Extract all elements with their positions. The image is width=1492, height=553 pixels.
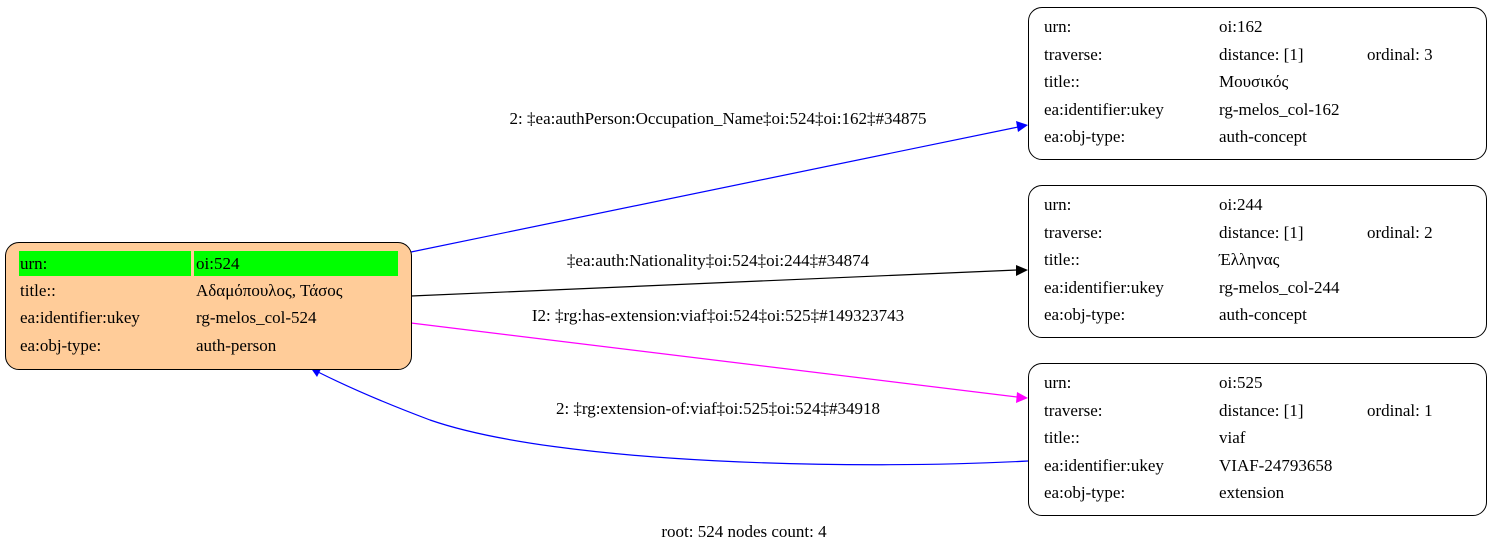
row-value: rg-melos_col-162 — [1219, 99, 1340, 119]
row-key: ea:obj-type: — [1044, 305, 1126, 325]
row-value: oi:525 — [1219, 373, 1263, 392]
row-value: oi:244 — [1219, 195, 1263, 214]
row-value: ordinal: 1 — [1367, 400, 1433, 420]
row-value: Αδαμόπουλος, Τάσος — [196, 281, 343, 300]
edge-label: 2: ‡ea:authPerson:Occupation_Name‡oi:524… — [509, 109, 927, 128]
edge-extension-of — [317, 371, 1029, 466]
node-oi-525[interactable]: urn: oi:525 traverse: distance: [1] ordinal:… — [1028, 363, 1487, 516]
row-key: ea:identifier:ukey — [1044, 455, 1164, 475]
edge-label: I2: ‡rg:has-extension:viaf‡oi:524‡oi:525… — [531, 306, 905, 325]
row-value: distance: [1] — [1219, 222, 1304, 242]
row-key: title:: — [1044, 428, 1080, 448]
row-value: auth-concept — [1219, 127, 1307, 147]
edge-nationality — [410, 269, 1018, 297]
row-key: ea:identifier:ukey — [1044, 99, 1164, 119]
row-key: ea:obj-type: — [20, 336, 102, 355]
row-value: distance: [1] — [1219, 44, 1304, 64]
row-key: traverse: — [1044, 44, 1103, 64]
row-key: ea:obj-type: — [1044, 127, 1126, 147]
row-value: auth-concept — [1219, 305, 1307, 325]
row-key: traverse: — [1044, 400, 1103, 420]
row-key: urn: — [20, 254, 48, 273]
row-key: urn: — [1044, 17, 1072, 36]
edge-label: 2: ‡rg:extension-of:viaf‡oi:525‡oi:524‡#… — [555, 399, 881, 418]
row-value: ordinal: 2 — [1367, 222, 1433, 242]
row-value: rg-melos_col-244 — [1219, 277, 1340, 297]
row-key: title:: — [1044, 72, 1080, 92]
row-key: ea:obj-type: — [1044, 483, 1126, 503]
row-value: rg-melos_col-524 — [196, 308, 317, 327]
row-value: Έλληνας — [1219, 250, 1280, 270]
row-key: urn: — [1044, 195, 1072, 214]
arrowhead-icon — [1016, 392, 1028, 403]
row-value: oi:524 — [196, 254, 240, 273]
row-value: extension — [1219, 483, 1285, 503]
row-value: VIAF-24793658 — [1219, 455, 1333, 475]
row-value: Μουσικός — [1219, 72, 1289, 92]
row-key: ea:identifier:ukey — [1044, 277, 1164, 297]
row-key: title:: — [20, 281, 56, 300]
row-key: title:: — [1044, 250, 1080, 270]
graph-footer: root: 524 nodes count: 4 — [661, 522, 827, 541]
edge-occupation — [410, 126, 1019, 253]
row-value: auth-person — [196, 336, 277, 355]
row-value: viaf — [1219, 428, 1246, 448]
edge-label: ‡ea:auth:Nationality‡oi:524‡oi:244‡#3487… — [566, 251, 870, 270]
row-key: traverse: — [1044, 222, 1103, 242]
edge-has-extension — [410, 322, 1018, 398]
row-value: oi:162 — [1219, 17, 1263, 36]
arrowhead-icon — [1016, 265, 1028, 276]
row-value: ordinal: 3 — [1367, 44, 1433, 64]
row-key: ea:identifier:ukey — [20, 308, 140, 327]
node-oi-244[interactable]: urn: oi:244 traverse: distance: [1] ordinal:… — [1028, 185, 1487, 338]
row-key: urn: — [1044, 373, 1072, 392]
node-oi-162[interactable]: urn: oi:162 traverse: distance: [1] ordinal:… — [1028, 7, 1487, 160]
arrowhead-icon — [1016, 121, 1028, 132]
row-value: distance: [1] — [1219, 400, 1304, 420]
root-node[interactable]: urn: oi:524 title::Αδαμόπουλος, Τάσος ea:… — [5, 242, 412, 370]
